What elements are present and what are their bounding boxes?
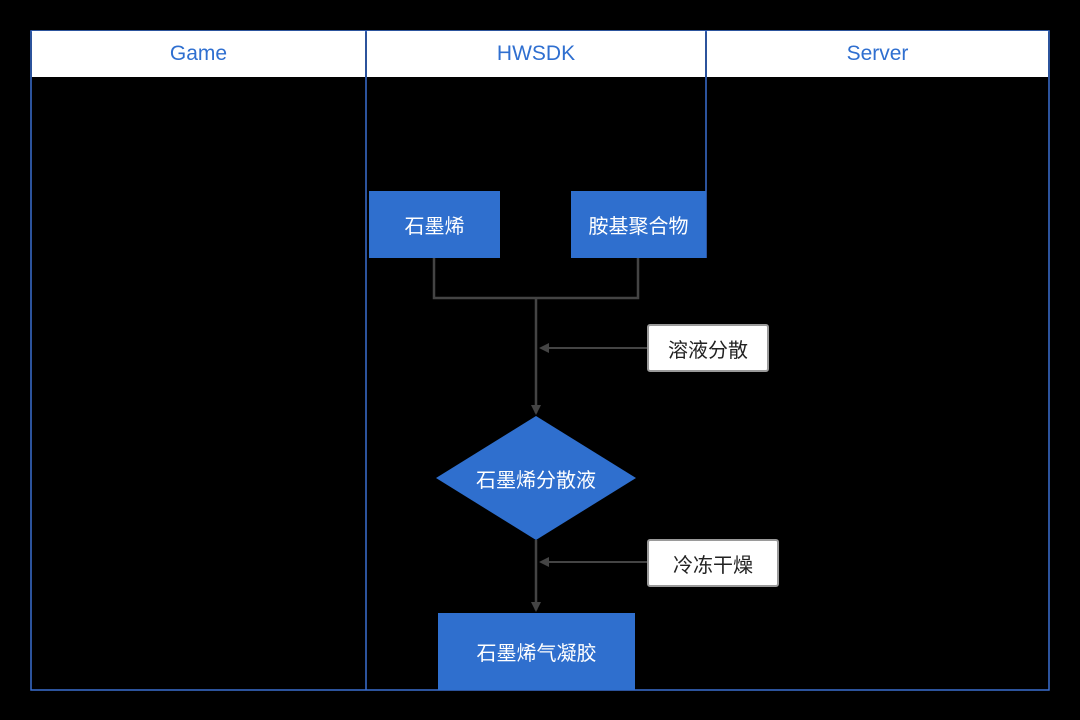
graphene-node [369, 191, 500, 258]
amino-polymer-label: 胺基聚合物 [588, 214, 689, 238]
lane-title-server: Server [846, 42, 909, 65]
amino-polymer-node [571, 191, 706, 258]
lane-frame [30, 30, 1050, 691]
lane-title-hwsdk: HWSDK [496, 42, 576, 65]
amino-polymer-connector [536, 258, 640, 300]
graphene-dispersion-label: 石墨烯分散液 [476, 467, 596, 492]
freeze-drying-box: 冷冻干燥 [647, 539, 779, 587]
lane-title-game: Game [169, 42, 228, 65]
graphene-label: 石墨烯 [404, 214, 465, 238]
lane-header-server: Server [707, 31, 1048, 77]
solution-dispersion-box: 溶液分散 [647, 324, 769, 372]
graphene-connector [432, 258, 536, 300]
graphene-aerogel-label: 石墨烯气凝胶 [476, 641, 597, 665]
lane-header-hwsdk: HWSDK [367, 31, 705, 77]
graphene-aerogel-node [438, 613, 635, 690]
graphene-dispersion-node [436, 416, 636, 540]
lane-header-game: Game [32, 31, 365, 77]
